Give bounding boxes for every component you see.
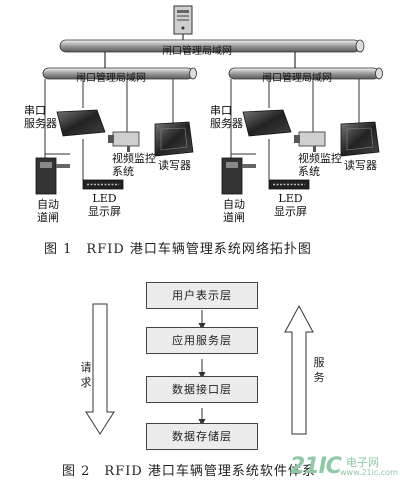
left-subnet-lan-pipe (42, 67, 197, 80)
auto-gate-label: 自动 道闸 (37, 198, 59, 224)
right-subnet-lan-pipe (228, 67, 383, 80)
watermark-site: 电子网 (346, 456, 379, 469)
rfid-reader-icon (340, 121, 380, 157)
serial-server-label: 串口 服务器 (24, 104, 57, 130)
right-subnet-label: 闸口管理局域网 (262, 73, 332, 84)
service-label: 服 务 (313, 356, 325, 384)
watermark-brand: 21IC (290, 454, 342, 479)
gate-barrier-icon (221, 157, 256, 195)
layer-data-storage: 数据存储层 (146, 423, 258, 450)
layer-user-presentation: 用户表示层 (146, 282, 258, 309)
rfid-reader-icon (154, 121, 194, 157)
layer-application-service: 应用服务层 (146, 327, 258, 354)
figure1-caption: 图 1 RFID 港口车辆管理系统网络拓扑图 (44, 242, 312, 257)
network-topology-diagram (35, 5, 383, 195)
led-display-label: LED 显示屏 (88, 192, 121, 218)
server-icon (173, 5, 193, 35)
camera-icon (294, 131, 326, 152)
reader-label: 读写器 (344, 159, 377, 172)
figure2-caption: 图 2 RFID 港口车辆管理系统软件体系 (62, 464, 316, 479)
video-surveillance-label: 视频监控 系统 (112, 152, 156, 178)
reader-label: 读写器 (158, 159, 191, 172)
software-architecture-diagram (85, 303, 314, 435)
led-display-label: LED 显示屏 (274, 192, 307, 218)
video-surveillance-label: 视频监控 系统 (298, 152, 342, 178)
layer-data-interface: 数据接口层 (146, 376, 258, 403)
left-subnet-label: 闸口管理局域网 (76, 73, 146, 84)
site-watermark: 21IC 电子网 www.21ic.com (290, 454, 398, 480)
backbone-lan-label: 闸口管理局域网 (162, 46, 232, 57)
gate-barrier-icon (35, 157, 70, 195)
led-display-icon (268, 179, 310, 190)
backbone-lan-pipe (59, 39, 365, 53)
service-arrow-icon (284, 304, 314, 435)
led-display-icon (82, 179, 124, 190)
camera-icon (108, 131, 140, 152)
auto-gate-label: 自动 道闸 (223, 198, 245, 224)
watermark-url: www.21ic.com (340, 468, 398, 477)
serial-server-icon (242, 109, 292, 137)
request-arrow-icon (85, 303, 115, 435)
serial-server-label: 串口 服务器 (210, 104, 243, 130)
request-label: 请 求 (80, 361, 92, 389)
serial-server-icon (56, 109, 106, 137)
